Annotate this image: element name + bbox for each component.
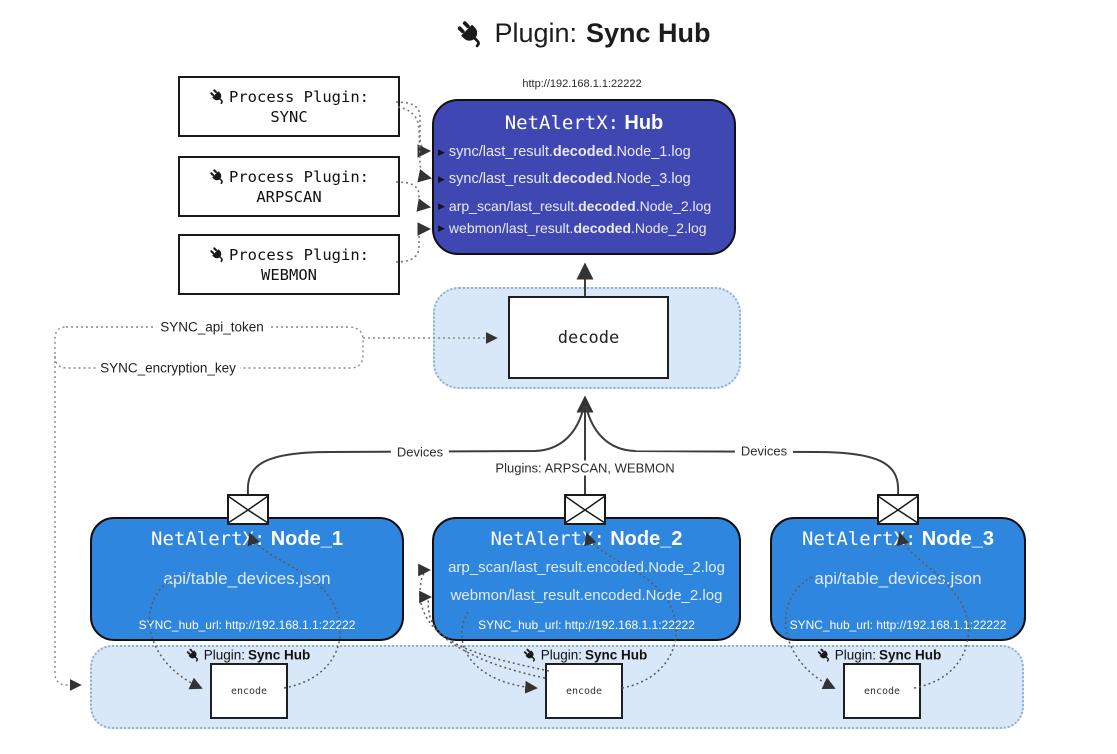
log-arrow-icon: ▶ <box>438 222 445 233</box>
hub-log-line: ▶ arp_scan/last_result.decoded.Node_2.lo… <box>438 198 712 214</box>
hub-log-line: ▶ sync/last_result.decoded.Node_1.log <box>438 144 691 160</box>
process-plugin-arpscan-box: Process Plugin: ARPSCAN <box>178 156 400 217</box>
process-plugin-name: SYNC <box>270 107 308 126</box>
node-file-line: api/table_devices.json <box>814 569 982 588</box>
node-file-line: api/table_devices.json <box>163 569 331 588</box>
encode-box: encode <box>210 663 288 719</box>
process-plugin-name: WEBMON <box>261 265 317 284</box>
hub-url-label: http://192.168.1.1:22222 <box>522 78 642 90</box>
process-plugin-label: Process Plugin: <box>229 87 369 106</box>
plug-icon <box>455 18 486 49</box>
encode-box: encode <box>545 663 623 719</box>
plug-icon <box>185 647 201 663</box>
encode-plugin-label: Plugin: Sync Hub <box>185 647 310 663</box>
plug-icon <box>209 246 226 263</box>
hub-title: NetAlertX: Hub <box>434 112 734 135</box>
hub-log-line: ▶ webmon/last_result.decoded.Node_2.log <box>438 220 707 236</box>
log-arrow-icon: ▶ <box>438 146 445 157</box>
node-footer: SYNC_hub_url: http://192.168.1.1:22222 <box>478 618 695 632</box>
node-title: NetAlertX: Node_2 <box>490 528 683 550</box>
plugin-to-hub-connectors <box>395 101 433 263</box>
title-name: Sync Hub <box>586 18 711 48</box>
hub-box: NetAlertX: Hub ▶ sync/last_result.decode… <box>432 99 736 255</box>
encode-plugin-label: Plugin: Sync Hub <box>816 647 941 663</box>
process-plugin-name: ARPSCAN <box>256 187 322 206</box>
process-plugin-label: Process Plugin: <box>229 245 369 264</box>
plug-icon <box>816 647 832 663</box>
plug-icon <box>522 647 538 663</box>
devices-edge-label-right: Devices <box>734 443 794 459</box>
encode-box: encode <box>843 663 921 719</box>
node-title: NetAlertX: Node_1 <box>151 528 343 550</box>
encode-plugin-label: Plugin: Sync Hub <box>522 647 647 663</box>
title-label: Plugin: <box>494 18 578 48</box>
node-file-line: arp_scan/last_result.encoded.Node_2.log <box>448 559 725 576</box>
node-footer: SYNC_hub_url: http://192.168.1.1:22222 <box>138 618 356 632</box>
decode-box: decode <box>508 296 669 379</box>
plug-icon <box>209 168 226 185</box>
node-title: NetAlertX: Node_3 <box>802 528 994 550</box>
node-footer: SYNC_hub_url: http://192.168.1.1:22222 <box>789 618 1007 632</box>
sync-encryption-key-label: SYNC_encryption_key <box>96 360 240 376</box>
hub-title-prefix: NetAlertX: <box>504 112 620 134</box>
hub-title-name: Hub <box>624 112 664 134</box>
diagram-title: Plugin: Sync Hub <box>455 18 711 49</box>
log-arrow-icon: ▶ <box>438 173 445 184</box>
node-1-box: NetAlertX: Node_1 api/table_devices.json… <box>90 517 404 641</box>
node-3-box: NetAlertX: Node_3 api/table_devices.json… <box>770 517 1026 641</box>
node-file-line: webmon/last_result.encoded.Node_2.log <box>450 587 723 604</box>
process-plugin-label: Process Plugin: <box>229 167 369 186</box>
node-2-box: NetAlertX: Node_2 arp_scan/last_result.e… <box>432 517 741 641</box>
process-plugin-webmon-box: Process Plugin: WEBMON <box>178 234 400 295</box>
sync-api-token-label: SYNC_api_token <box>156 319 268 335</box>
log-arrow-icon: ▶ <box>438 200 445 211</box>
hub-log-line: ▶ sync/last_result.decoded.Node_3.log <box>438 171 691 187</box>
plug-icon <box>209 88 226 105</box>
process-plugin-sync-box: Process Plugin: SYNC <box>178 76 400 137</box>
plugins-edge-label: Plugins: ARPSCAN, WEBMON <box>489 460 681 476</box>
devices-edge-label-left: Devices <box>390 444 450 460</box>
